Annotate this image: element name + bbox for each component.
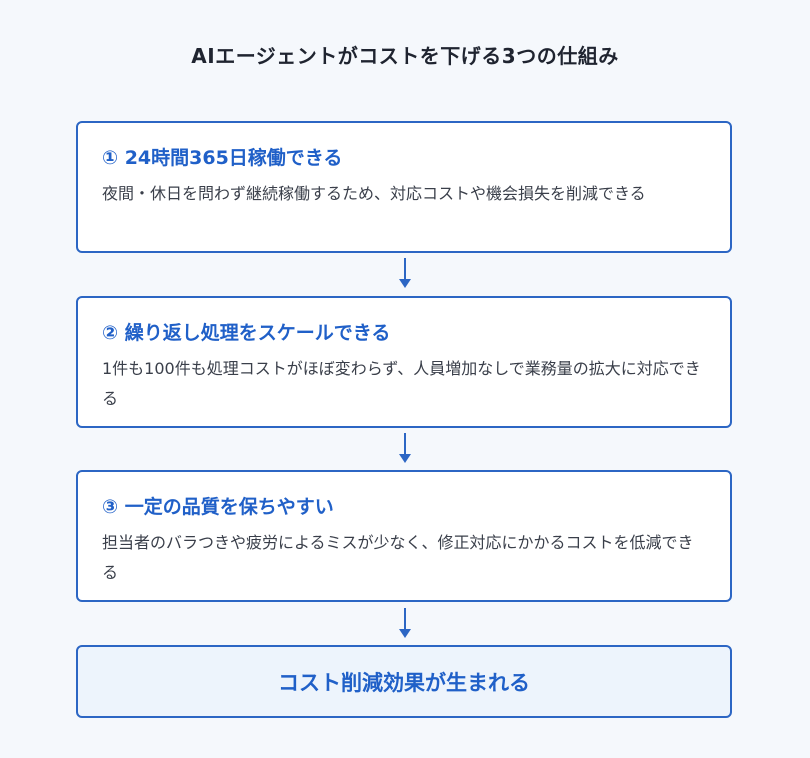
arrow-down-icon	[399, 433, 411, 463]
step-1-description: 夜間・休日を問わず継続稼働するため、対応コストや機会損失を削減できる	[102, 184, 646, 203]
result-box: コスト削減効果が生まれる	[76, 645, 732, 718]
step-1-heading: ① 24時間365日稼働できる	[102, 147, 343, 169]
step-3-description: 担当者のバラつきや疲労によるミスが少なく、修正対応にかかるコストを低減できる	[102, 533, 694, 582]
diagram-title: AIエージェントがコストを下げる3つの仕組み	[191, 44, 619, 68]
step-3-heading: ③ 一定の品質を保ちやすい	[102, 496, 334, 518]
arrow-down-icon	[399, 608, 411, 638]
step-2-heading: ② 繰り返し処理をスケールできる	[102, 322, 391, 344]
step-2-description: 1件も100件も処理コストがほぼ変わらず、人員増加なしで業務量の拡大に対応できる	[102, 359, 701, 408]
step-3-box: ③ 一定の品質を保ちやすい 担当者のバラつきや疲労によるミスが少なく、修正対応に…	[76, 470, 732, 602]
result-label: コスト削減効果が生まれる	[278, 670, 530, 695]
step-2-box: ② 繰り返し処理をスケールできる 1件も100件も処理コストがほぼ変わらず、人員…	[76, 296, 732, 428]
step-1-box: ① 24時間365日稼働できる 夜間・休日を問わず継続稼働するため、対応コストや…	[76, 121, 732, 253]
arrow-down-icon	[399, 258, 411, 288]
